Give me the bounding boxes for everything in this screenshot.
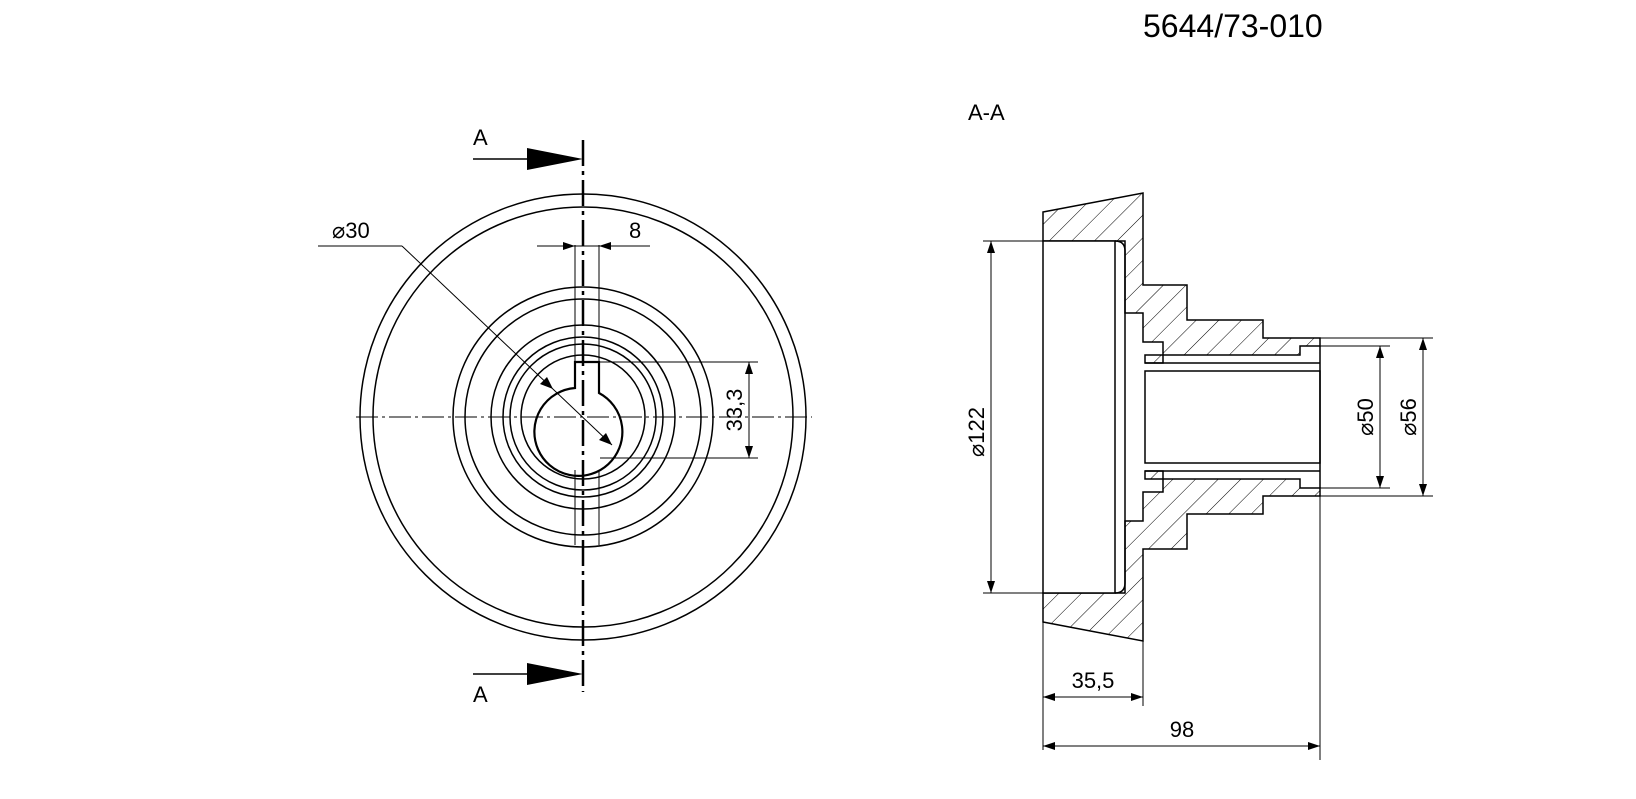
keyway-width-arrow-left bbox=[563, 242, 575, 250]
section-title: A-A bbox=[968, 100, 1005, 125]
front-view: A A ⌀30 8 33,3 bbox=[318, 125, 812, 707]
keyway-depth-arrow-bottom bbox=[745, 446, 753, 458]
cavity-corner-top bbox=[1114, 240, 1126, 313]
section-view: A-A ⌀122 ⌀50 ⌀56 bbox=[964, 100, 1433, 760]
keyway-depth-label: 33,3 bbox=[722, 389, 747, 432]
bore-diameter-arrow-1 bbox=[540, 377, 553, 389]
bore-dia-arrow-top bbox=[1376, 346, 1384, 358]
overall-length-label: 98 bbox=[1170, 717, 1194, 742]
overall-length-arrow-left bbox=[1043, 742, 1055, 750]
section-marker-bottom: A bbox=[473, 682, 488, 707]
keyway-depth-arrow-top bbox=[745, 362, 753, 374]
hub-dia-label: ⌀56 bbox=[1396, 398, 1421, 436]
outer-dia-label: ⌀122 bbox=[964, 407, 989, 457]
bore-diameter-arrow-2 bbox=[599, 433, 612, 445]
overall-length-arrow-right bbox=[1308, 742, 1320, 750]
bore-diameter-leader bbox=[401, 245, 613, 446]
hub-bore bbox=[1144, 370, 1321, 464]
section-marker-top: A bbox=[473, 125, 488, 150]
bore-diameter-label: ⌀30 bbox=[332, 218, 370, 243]
hub-dia-arrow-top bbox=[1419, 338, 1427, 350]
bore-dia-label: ⌀50 bbox=[1353, 398, 1378, 436]
cavity-corner-bottom bbox=[1114, 521, 1126, 594]
hub-dia-arrow-bottom bbox=[1419, 484, 1427, 496]
outer-dia-arrow-bottom bbox=[987, 581, 995, 593]
flange-length-label: 35,5 bbox=[1072, 668, 1115, 693]
bore-with-keyway bbox=[533, 360, 624, 477]
drawing-number: 5644/73-010 bbox=[1143, 8, 1323, 44]
section-arrow-bottom-head bbox=[527, 663, 583, 685]
outer-dia-arrow-top bbox=[987, 241, 995, 253]
keyway-width-arrow-right bbox=[599, 242, 611, 250]
flange-length-arrow-right bbox=[1131, 693, 1143, 701]
front-cavity bbox=[1042, 240, 1116, 594]
section-arrow-top-head bbox=[527, 148, 583, 170]
keyway-width-label: 8 bbox=[629, 218, 641, 243]
flange-length-arrow-left bbox=[1043, 693, 1055, 701]
bore-dia-arrow-bottom bbox=[1376, 476, 1384, 488]
